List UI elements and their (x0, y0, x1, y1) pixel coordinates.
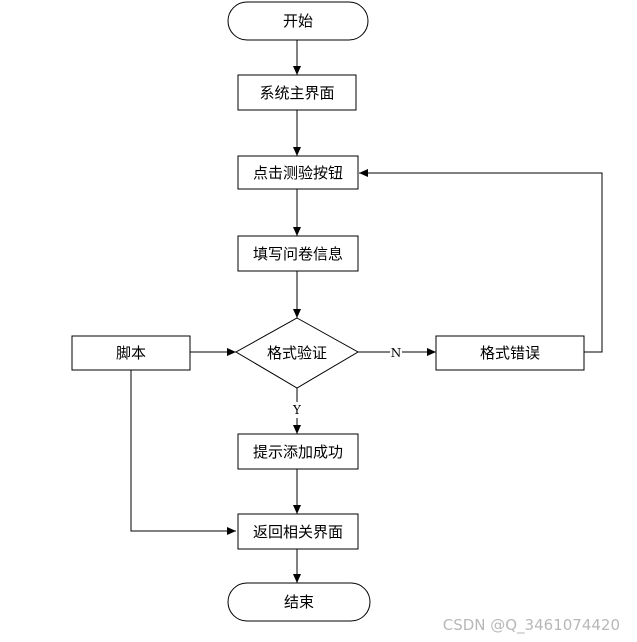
edge-script-back (130, 370, 236, 535)
node-main-ui-label: 系统主界面 (259, 84, 334, 102)
node-start (227, 1, 369, 41)
node-validate-label: 格式验证 (267, 344, 327, 362)
edge-error-loop-click (359, 169, 603, 353)
node-back-label: 返回相关界面 (253, 523, 343, 541)
node-script-label: 脚本 (116, 344, 146, 362)
node-main-ui (237, 74, 357, 111)
node-format-error-label: 格式错误 (480, 344, 540, 362)
node-end-label: 结束 (284, 593, 314, 611)
node-format-error (435, 335, 585, 371)
node-click-button (237, 155, 359, 190)
node-end (227, 582, 371, 622)
watermark: CSDN @Q_3461074420 (443, 616, 620, 635)
node-success-label: 提示添加成功 (253, 443, 343, 461)
node-fill-form (237, 235, 359, 272)
edge-label-yes: Y (292, 403, 302, 417)
node-validate (234, 317, 360, 389)
edge-label-yes-bg (291, 402, 303, 418)
node-click-button-label: 点击测验按钮 (253, 164, 343, 182)
node-start-label: 开始 (283, 12, 313, 30)
edge-label-no: N (391, 346, 402, 360)
node-back (237, 513, 359, 550)
node-fill-form-label: 填写问卷信息 (253, 245, 343, 263)
node-success (237, 433, 359, 470)
node-script (71, 335, 191, 371)
edge-label-no-bg (390, 344, 402, 360)
